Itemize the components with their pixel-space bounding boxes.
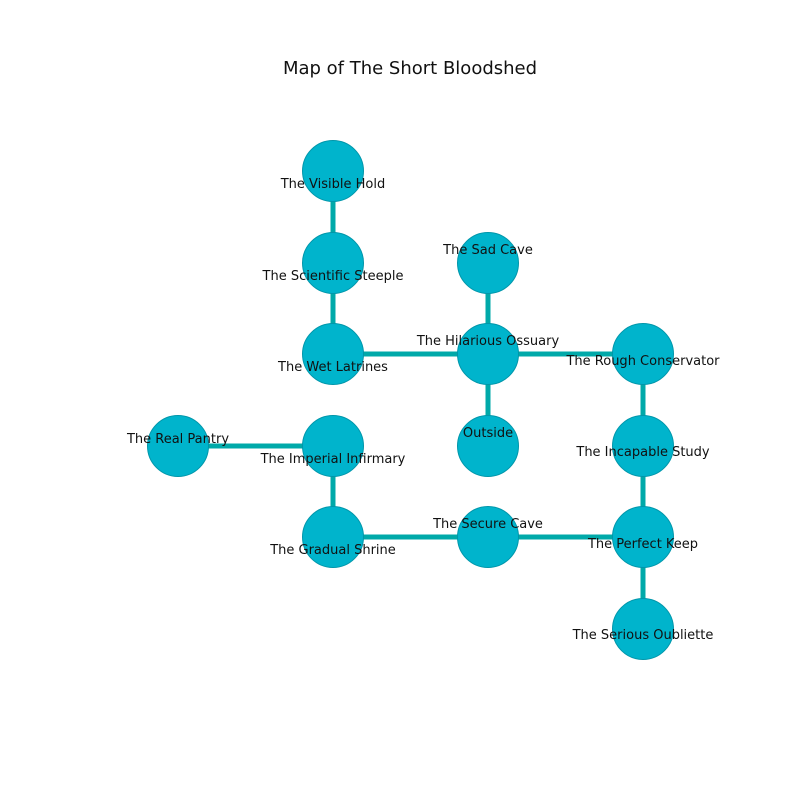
- node-label-hilarious-ossuary: The Hilarious Ossuary: [416, 334, 560, 349]
- node-visible-hold: [302, 140, 364, 202]
- node-secure-cave: [457, 506, 519, 568]
- node-label-visible-hold: The Visible Hold: [280, 177, 386, 192]
- node-perfect-keep: [612, 506, 674, 568]
- node-imperial-infirmary: [302, 415, 364, 477]
- node-label-real-pantry: The Real Pantry: [126, 432, 229, 447]
- node-label-perfect-keep: The Perfect Keep: [587, 537, 698, 552]
- node-label-outside: Outside: [463, 426, 513, 441]
- node-label-imperial-infirmary: The Imperial Infirmary: [260, 452, 406, 467]
- node-label-secure-cave: The Secure Cave: [432, 517, 543, 532]
- node-label-rough-conservator: The Rough Conservator: [565, 354, 720, 369]
- node-incapable-study: [612, 415, 674, 477]
- node-rough-conservator: [612, 323, 674, 385]
- node-label-gradual-shrine: The Gradual Shrine: [269, 543, 396, 558]
- node-label-wet-latrines: The Wet Latrines: [277, 360, 388, 375]
- node-hilarious-ossuary: [457, 323, 519, 385]
- map-title: Map of The Short Bloodshed: [283, 58, 537, 79]
- node-label-scientific-steeple: The Scientific Steeple: [262, 269, 404, 284]
- node-scientific-steeple: [302, 232, 364, 294]
- node-label-sad-cave: The Sad Cave: [442, 243, 533, 258]
- node-real-pantry: [147, 415, 209, 477]
- node-label-serious-oubliette: The Serious Oubliette: [572, 628, 714, 643]
- node-gradual-shrine: [302, 506, 364, 568]
- node-wet-latrines: [302, 323, 364, 385]
- node-label-incapable-study: The Incapable Study: [575, 445, 710, 460]
- node-outside: [457, 415, 519, 477]
- node-layer: [147, 140, 674, 660]
- edge-layer: [178, 171, 646, 629]
- node-serious-oubliette: [612, 598, 674, 660]
- node-sad-cave: [457, 232, 519, 294]
